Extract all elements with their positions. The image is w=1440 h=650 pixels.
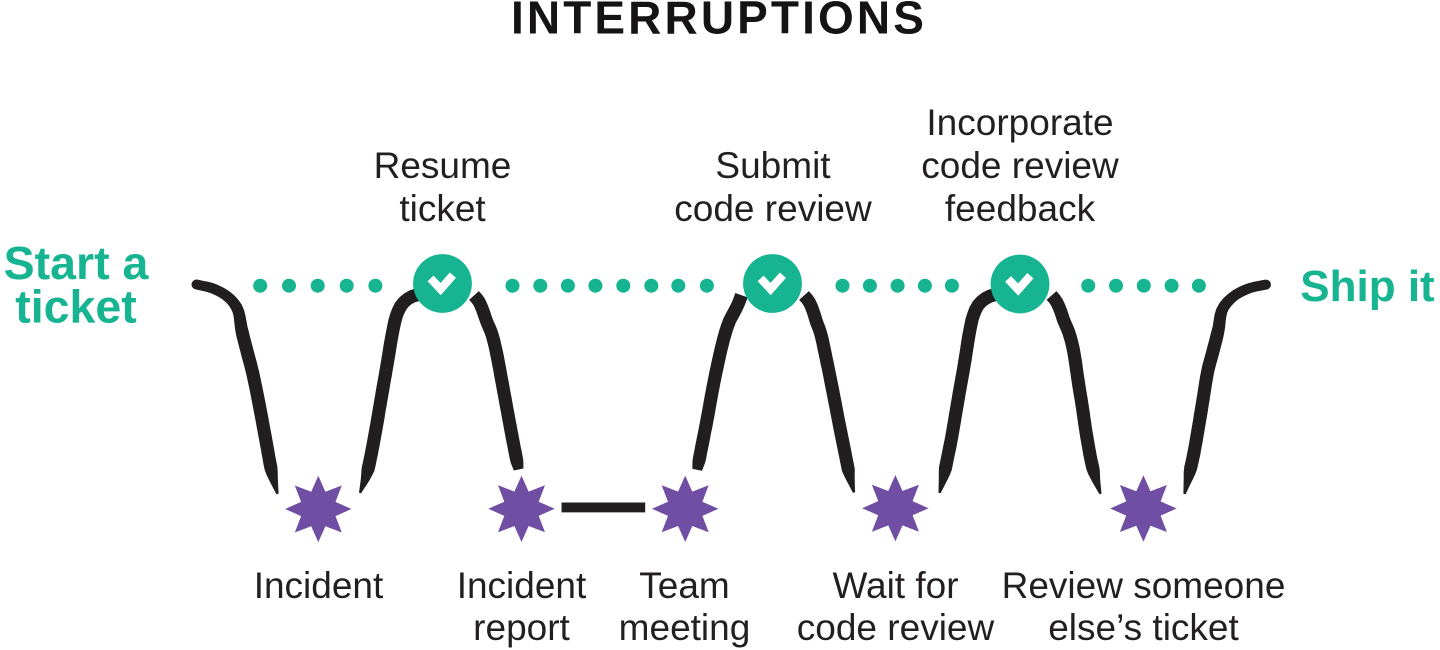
svg-text:code review: code review	[921, 145, 1119, 186]
svg-text:Review someone: Review someone	[1002, 565, 1286, 606]
svg-text:code review: code review	[674, 188, 872, 229]
svg-text:report: report	[473, 607, 570, 648]
svg-text:ticket: ticket	[15, 281, 136, 333]
svg-text:Start a: Start a	[4, 237, 150, 289]
svg-text:ticket: ticket	[399, 188, 486, 229]
svg-text:Incorporate: Incorporate	[926, 102, 1113, 143]
svg-text:Team: Team	[639, 565, 729, 606]
svg-text:code review: code review	[797, 607, 995, 648]
svg-text:Incident: Incident	[254, 565, 384, 606]
svg-text:Wait for: Wait for	[832, 565, 958, 606]
svg-text:Ship it: Ship it	[1300, 262, 1435, 311]
svg-text:meeting: meeting	[619, 607, 751, 648]
svg-text:INTERRUPTIONS: INTERRUPTIONS	[511, 0, 927, 44]
svg-text:else’s ticket: else’s ticket	[1048, 607, 1239, 648]
svg-text:Resume: Resume	[374, 145, 512, 186]
svg-text:Incident: Incident	[457, 565, 587, 606]
svg-text:feedback: feedback	[945, 188, 1096, 229]
svg-text:Submit: Submit	[715, 145, 831, 186]
